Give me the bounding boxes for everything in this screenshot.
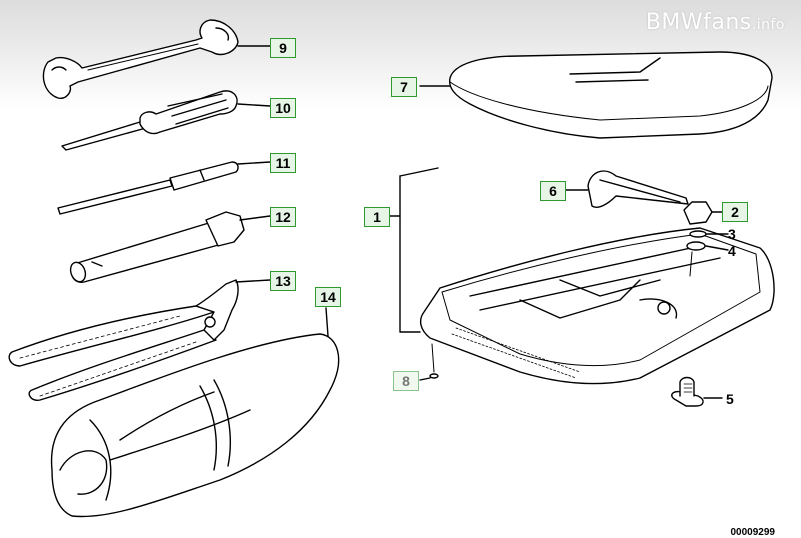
callout-8[interactable]: 8 bbox=[393, 371, 419, 391]
screw-drawing bbox=[419, 343, 439, 381]
strap-drawing bbox=[565, 170, 689, 208]
knob-and-washers-drawing bbox=[683, 201, 729, 277]
watermark-logo: BMWfans.info bbox=[645, 10, 785, 35]
callout-2[interactable]: 2 bbox=[722, 202, 748, 222]
pliers-drawing bbox=[8, 279, 271, 401]
thumbscrew-drawing bbox=[671, 376, 723, 407]
pin-tool-drawing bbox=[57, 161, 271, 215]
callout-6[interactable]: 6 bbox=[540, 181, 566, 201]
label-4[interactable]: 4 bbox=[728, 243, 736, 259]
tool-roll-drawing bbox=[50, 307, 340, 518]
tool-tray-drawing bbox=[381, 167, 775, 385]
callout-13[interactable]: 13 bbox=[270, 271, 296, 291]
screwdriver-drawing bbox=[61, 90, 271, 151]
label-3[interactable]: 3 bbox=[728, 226, 736, 242]
callout-11[interactable]: 11 bbox=[270, 153, 296, 173]
callout-14[interactable]: 14 bbox=[315, 287, 341, 307]
cover-mat-drawing bbox=[419, 51, 773, 139]
socket-tube-drawing bbox=[69, 211, 271, 283]
wrench-drawing bbox=[42, 19, 271, 100]
callout-10[interactable]: 10 bbox=[270, 98, 296, 118]
document-number: 00009299 bbox=[730, 527, 776, 538]
callout-7[interactable]: 7 bbox=[391, 77, 417, 97]
callout-12[interactable]: 12 bbox=[270, 207, 296, 227]
callout-1[interactable]: 1 bbox=[364, 207, 390, 227]
callout-9[interactable]: 9 bbox=[270, 38, 296, 58]
label-5[interactable]: 5 bbox=[726, 391, 734, 407]
